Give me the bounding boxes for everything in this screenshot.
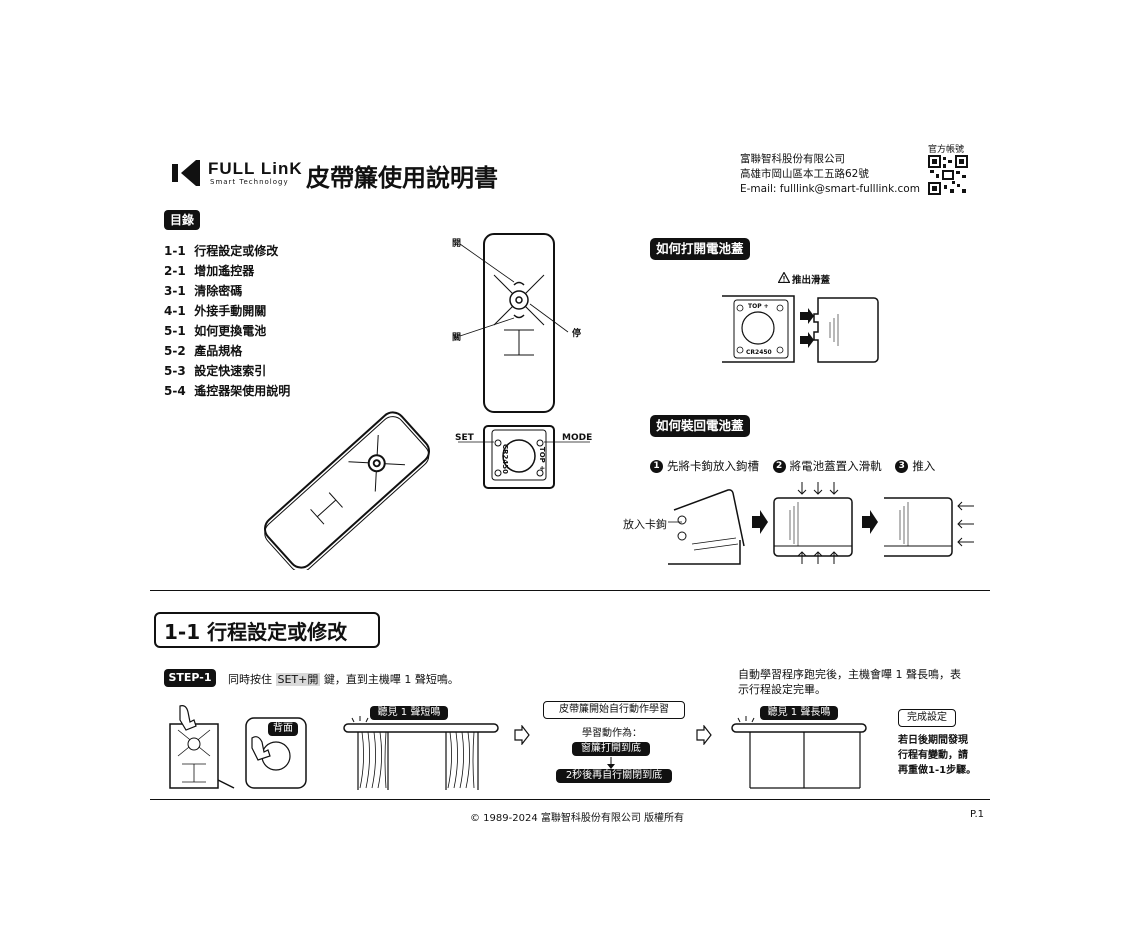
- toc-item[interactable]: 3-1 清除密碼: [164, 284, 243, 298]
- toc-badge: 目錄: [164, 210, 200, 230]
- remote-press-illustration: [169, 705, 307, 789]
- logo-mark-icon: [172, 160, 200, 186]
- toc-item[interactable]: 1-1 行程設定或修改: [164, 244, 279, 258]
- learning-start-box: 皮帶簾開始自行動作學習: [543, 701, 685, 719]
- remote-label-close: 關: [452, 333, 462, 343]
- remote-label-set: SET: [455, 433, 474, 443]
- step-badge: STEP-1: [164, 669, 216, 687]
- company-name: 富聯智科股份有限公司: [740, 153, 845, 165]
- beep-long-badge: 聽見 1 聲長鳴: [760, 706, 838, 720]
- step-number: 1: [650, 459, 663, 473]
- remote-front-diagram: [458, 233, 590, 489]
- toc-item[interactable]: 4-1 外接手動開關: [164, 304, 267, 318]
- step-number: 2: [772, 459, 786, 473]
- redo-note: 若日後期間發現 行程有變動，請 再重做1-1步驟。: [898, 735, 977, 776]
- learning-subtitle: 學習動作為：: [582, 728, 642, 739]
- svg-text:CR2450: CR2450: [746, 349, 772, 356]
- step-text: 推入: [912, 459, 936, 473]
- toc-item[interactable]: 5-4 遙控器架使用說明: [164, 384, 291, 398]
- remote-label-mode: MODE: [562, 433, 593, 443]
- arrow-right-icon: [696, 725, 712, 745]
- company-info: 富聯智科股份有限公司 高雄市岡山區本工五路62號 E-mail: fulllin…: [740, 152, 920, 197]
- auto-learn-text: 自動學習程序跑完後，主機會嗶 1 聲長鳴，表示行程設定完畢。: [738, 668, 961, 696]
- logo-text: FULL LinK: [208, 159, 303, 178]
- step-instruction: 同時按住 SET+開 鍵，直到主機嗶 1 聲短鳴。: [228, 673, 459, 686]
- footer-divider: [150, 799, 990, 800]
- key-combo: SET+開: [275, 673, 321, 686]
- toc-item[interactable]: 5-1 如何更換電池: [164, 324, 267, 338]
- back-label: 背面: [268, 722, 298, 736]
- section-divider: [150, 590, 990, 591]
- hook-label: 放入卡鉤: [623, 518, 667, 531]
- section-title: 1-1 行程設定或修改: [154, 612, 380, 648]
- learn-open-step: 窗簾打開到底: [572, 742, 650, 756]
- warning-icon: [778, 272, 790, 283]
- arrow-right-icon: [514, 725, 530, 745]
- curtain-open-illustration: [731, 716, 867, 789]
- logo-subtitle: Smart Technology: [210, 178, 289, 186]
- curtain-closed-illustration: [343, 716, 499, 790]
- step-number: 3: [895, 459, 909, 473]
- battery-install-illustration: [668, 482, 974, 565]
- learn-close-step: 2秒後再自行關閉到底: [556, 769, 672, 783]
- copyright: © 1989-2024 富聯智科股份有限公司 版權所有: [470, 813, 685, 824]
- step-text: 將電池蓋置入滑軌: [789, 459, 882, 473]
- remote-perspective-illustration: [263, 411, 431, 570]
- battery-install-badge: 如何裝回電池蓋: [650, 415, 750, 437]
- qr-label: 官方帳號: [928, 145, 965, 155]
- done-badge: 完成設定: [898, 709, 956, 727]
- qr-code-icon: [928, 155, 968, 195]
- remote-battery-label: CR2450: [501, 443, 510, 475]
- battery-open-badge: 如何打開電池蓋: [650, 238, 750, 260]
- battery-open-illustration: TOP + CR2450: [722, 295, 879, 363]
- beep-short-badge: 聽見 1 聲短鳴: [370, 706, 448, 720]
- toc-item[interactable]: 2-1 增加遙控器: [164, 264, 255, 278]
- document-title: 皮帶簾使用說明書: [306, 164, 498, 192]
- arrow-down-icon: [607, 757, 615, 769]
- remote-label-stop: 停: [572, 329, 582, 339]
- warning-text: 推出滑蓋: [792, 275, 831, 286]
- page-number: P.1: [970, 809, 985, 820]
- step-text: 先將卡鉤放入鉤槽: [667, 459, 759, 473]
- toc-item[interactable]: 5-2 產品規格: [164, 344, 243, 358]
- svg-text:TOP +: TOP +: [748, 303, 769, 310]
- table-of-contents: 1-1 行程設定或修改 2-1 增加遙控器 3-1 清除密碼 4-1 外接手動開…: [164, 241, 290, 401]
- company-email: E-mail: fulllink@smart-fulllink.com: [740, 183, 920, 195]
- toc-item[interactable]: 5-3 設定快速索引: [164, 364, 267, 378]
- company-address: 高雄市岡山區本工五路62號: [740, 168, 869, 180]
- remote-top-plus-label: TOP +: [538, 446, 547, 472]
- remote-label-open: 開: [452, 239, 462, 249]
